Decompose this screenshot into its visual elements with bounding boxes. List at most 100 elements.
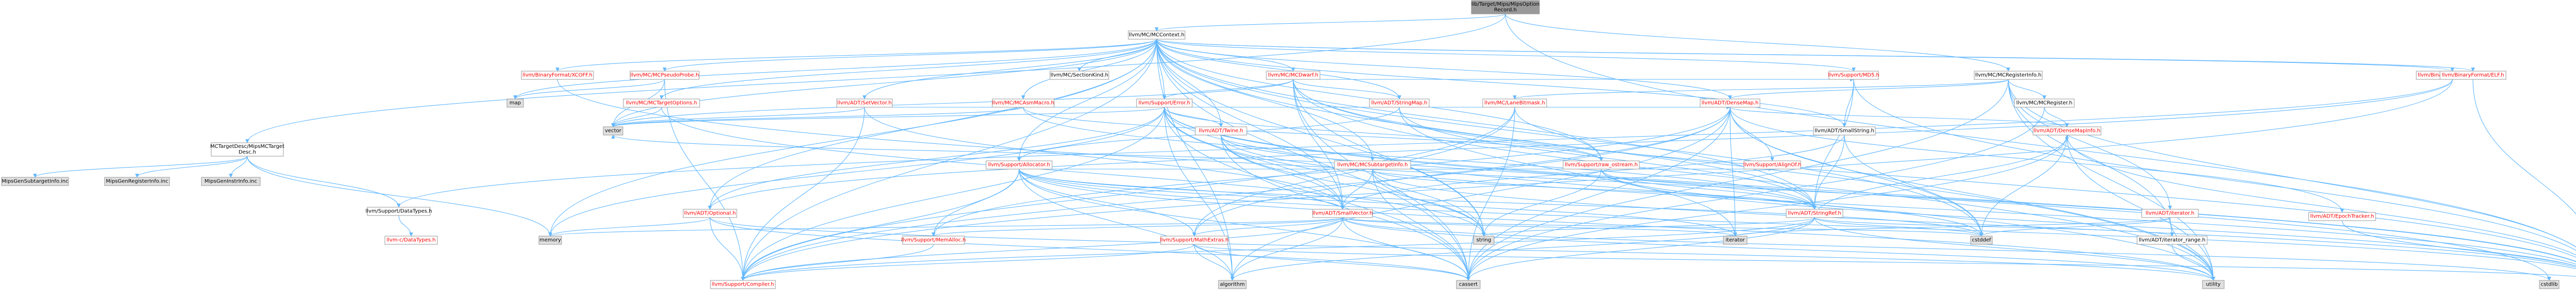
edge-mccontext-to-memory: [548, 39, 1157, 237]
node-smallstring[interactable]: llvm/ADT/SmallString.h: [1813, 126, 1876, 136]
node-linebitmask[interactable]: llvm/MC/LaneBitmask.h: [1482, 98, 1547, 108]
node-rawostream[interactable]: llvm/Support/raw_ostream.h: [1563, 160, 1640, 170]
node-label: cstddef: [1972, 238, 1991, 243]
node-box: [1970, 236, 1993, 245]
edge-allocator-to-mathextras: [1019, 169, 1196, 237]
node-box: [1160, 236, 1228, 245]
node-densemapinfo[interactable]: llvm/ADT/DenseMapInfo.h: [2032, 126, 2102, 136]
node-label: llvm/MC/MCRegisterInfo.h: [1975, 73, 2042, 78]
edge-dwarf-to-optional: [708, 79, 2453, 210]
node-label: lib/Target/Mips/MipsOption: [1471, 2, 1539, 7]
edge-iteratorrange-to-utility: [2172, 244, 2215, 281]
node-densemap[interactable]: llvm/ADT/DenseMap.h: [1700, 98, 1760, 108]
edge-mcsubtargetinfo-to-string: [1372, 169, 1486, 237]
node-error[interactable]: llvm/Support/Error.h: [1136, 98, 1193, 108]
node-setvector[interactable]: llvm/ADT/SetVector.h: [836, 98, 893, 108]
edge-smallvector-to-compiler: [741, 217, 1343, 281]
edge-md5-to-cstdint: [1853, 79, 2576, 251]
node-box: [630, 71, 700, 80]
edge-error-to-optional: [708, 107, 1165, 210]
node-box: [384, 236, 438, 245]
node-mcsubtargetinfo[interactable]: llvm/MC/MCSubtargetInfo.h: [1334, 160, 1411, 170]
edge-mcsubtargetinfo-to-stringref: [1372, 169, 1817, 210]
node-memalloc[interactable]: llvm/Support/MemAlloc.h: [901, 236, 966, 245]
node-adtiterator[interactable]: llvm/ADT/iterator.h: [2141, 209, 2199, 218]
node-mcdwarf[interactable]: llvm/MC/MCDwarf.h: [1266, 71, 1320, 80]
node-epochtracker[interactable]: llvm/ADT/EpochTracker.h: [2308, 212, 2376, 221]
node-label: llvm/MC/MCAsmMacro.h: [992, 101, 1055, 106]
node-pseudoprobe[interactable]: llvm/MC/MCPseudoProbe.h: [630, 71, 700, 80]
node-cassert: cassert: [1456, 280, 1481, 289]
node-stringmap[interactable]: llvm/ADT/StringMap.h: [1369, 98, 1430, 108]
node-mcregisterinfo[interactable]: llvm/MC/MCRegisterInfo.h: [1974, 71, 2043, 80]
node-alignof[interactable]: llvm/Support/AlignOf.h: [1743, 160, 1802, 170]
edge-mccontext-to-allocator: [1017, 39, 1157, 161]
edge-allocator-to-memalloc: [931, 169, 1020, 237]
node-box: [603, 126, 623, 136]
node-elf[interactable]: llvm/BinaryFormat/ELF.h: [2439, 71, 2506, 80]
edge-mcsubtargetdesc-to-mipsgensubtarget: [33, 156, 248, 178]
edge-stringmap-to-stringref: [1399, 107, 1817, 210]
node-box: [1471, 0, 1540, 14]
node-label: algorithm: [1220, 282, 1245, 288]
edge-root-to-cstdint: [1505, 13, 2576, 248]
node-label: utility: [2206, 282, 2221, 288]
node-box: [1828, 71, 1879, 80]
edge-twine-to-smallvector: [1221, 135, 1345, 210]
node-label: llvm/ADT/SmallString.h: [1815, 128, 1874, 134]
node-llvmcdatatypes[interactable]: llvm-c/DataTypes.h: [384, 236, 438, 245]
node-stringref[interactable]: llvm/ADT/StringRef.h: [1786, 209, 1843, 218]
node-iteratorrange[interactable]: llvm/ADT/iterator_range.h: [2137, 236, 2208, 245]
node-label: llvm/MC/MCDwarf.h: [1268, 73, 1318, 78]
edge-mcdwarf-to-error: [1162, 79, 1294, 99]
node-box: [1563, 160, 1640, 170]
node-md5[interactable]: llvm/Support/MD5.h: [1828, 71, 1879, 80]
node-vector: vector: [603, 126, 623, 136]
node-box: [1128, 30, 1185, 40]
node-mipsgeninstr: MipsGenInstrInfo.inc: [201, 177, 261, 186]
edge-densemap-to-iterator: [1730, 107, 1737, 237]
node-box: [538, 236, 562, 245]
edge-adtiterator-to-cstddef: [1979, 217, 2171, 237]
edge-mcsubtargetdesc-to-memory: [247, 156, 552, 237]
edge-allocator-to-iterator: [1019, 169, 1737, 237]
node-mctargetoptions[interactable]: llvm/MC/MCTargetOptions.h: [623, 98, 700, 108]
edge-mccontext-to-compiler: [741, 39, 1157, 281]
node-label: memory: [539, 238, 561, 243]
node-mccontext[interactable]: llvm/MC/MCContext.h: [1128, 30, 1185, 40]
node-allocator[interactable]: llvm/Support/Allocator.h: [986, 160, 1053, 170]
node-xcoff[interactable]: llvm/BinaryFormat/XCOFF.h: [521, 71, 594, 80]
node-box: [992, 98, 1055, 108]
node-label: llvm/ADT/SmallVector.h: [1313, 211, 1373, 216]
edge-stringref-to-cassert: [1466, 217, 1815, 281]
edge-stringref-to-iteratorrange: [1814, 217, 2174, 237]
edge-root-to-mcsubtargetdesc: [245, 13, 1506, 143]
node-smallvector[interactable]: llvm/ADT/SmallVector.h: [1312, 209, 1373, 218]
node-cdatatypes[interactable]: llvm/Support/DataTypes.h: [365, 207, 432, 216]
edge-densemap-to-densemapinfo: [1730, 107, 2069, 127]
node-label: llvm/Support/Compiler.h: [711, 282, 774, 288]
node-mathextras[interactable]: llvm/Support/MathExtras.h: [1160, 236, 1229, 245]
edge-mcdwarf-to-stringref: [1293, 79, 1817, 210]
edge-optional-to-utility: [709, 217, 2215, 281]
node-compiler[interactable]: llvm/Support/Compiler.h: [710, 280, 776, 289]
node-label: llvm/BinaryFormat/XCOFF.h: [522, 73, 592, 78]
node-label: llvm/Support/MD5.h: [1828, 73, 1879, 78]
node-box: [1743, 160, 1801, 170]
node-twine[interactable]: llvm/ADT/Twine.h: [1195, 126, 1247, 136]
edge-memalloc-to-compiler: [741, 244, 934, 281]
node-memory: memory: [538, 236, 562, 245]
node-box: [1049, 71, 1109, 80]
edge-densemap-to-memalloc: [931, 107, 1731, 237]
node-mcasmmacro[interactable]: llvm/MC/MCAsmMacro.h: [992, 98, 1055, 108]
edge-setvector-to-smallvector: [864, 107, 1345, 210]
edge-error-to-cstdint: [1164, 107, 2576, 262]
edge-pseudoprobe-to-compiler: [664, 79, 745, 281]
node-sectionkind[interactable]: llvm/MC/SectionKind.h: [1049, 71, 1109, 80]
node-optional[interactable]: llvm/ADT/Optional.h: [683, 209, 737, 218]
edge-smallstring-to-stringref: [1812, 135, 1845, 210]
node-label: llvm/ADT/Twine.h: [1199, 128, 1243, 134]
node-mcregister[interactable]: llvm/MC/MCRegister.h: [2014, 98, 2075, 108]
node-label: cstdlib: [2541, 282, 2558, 288]
